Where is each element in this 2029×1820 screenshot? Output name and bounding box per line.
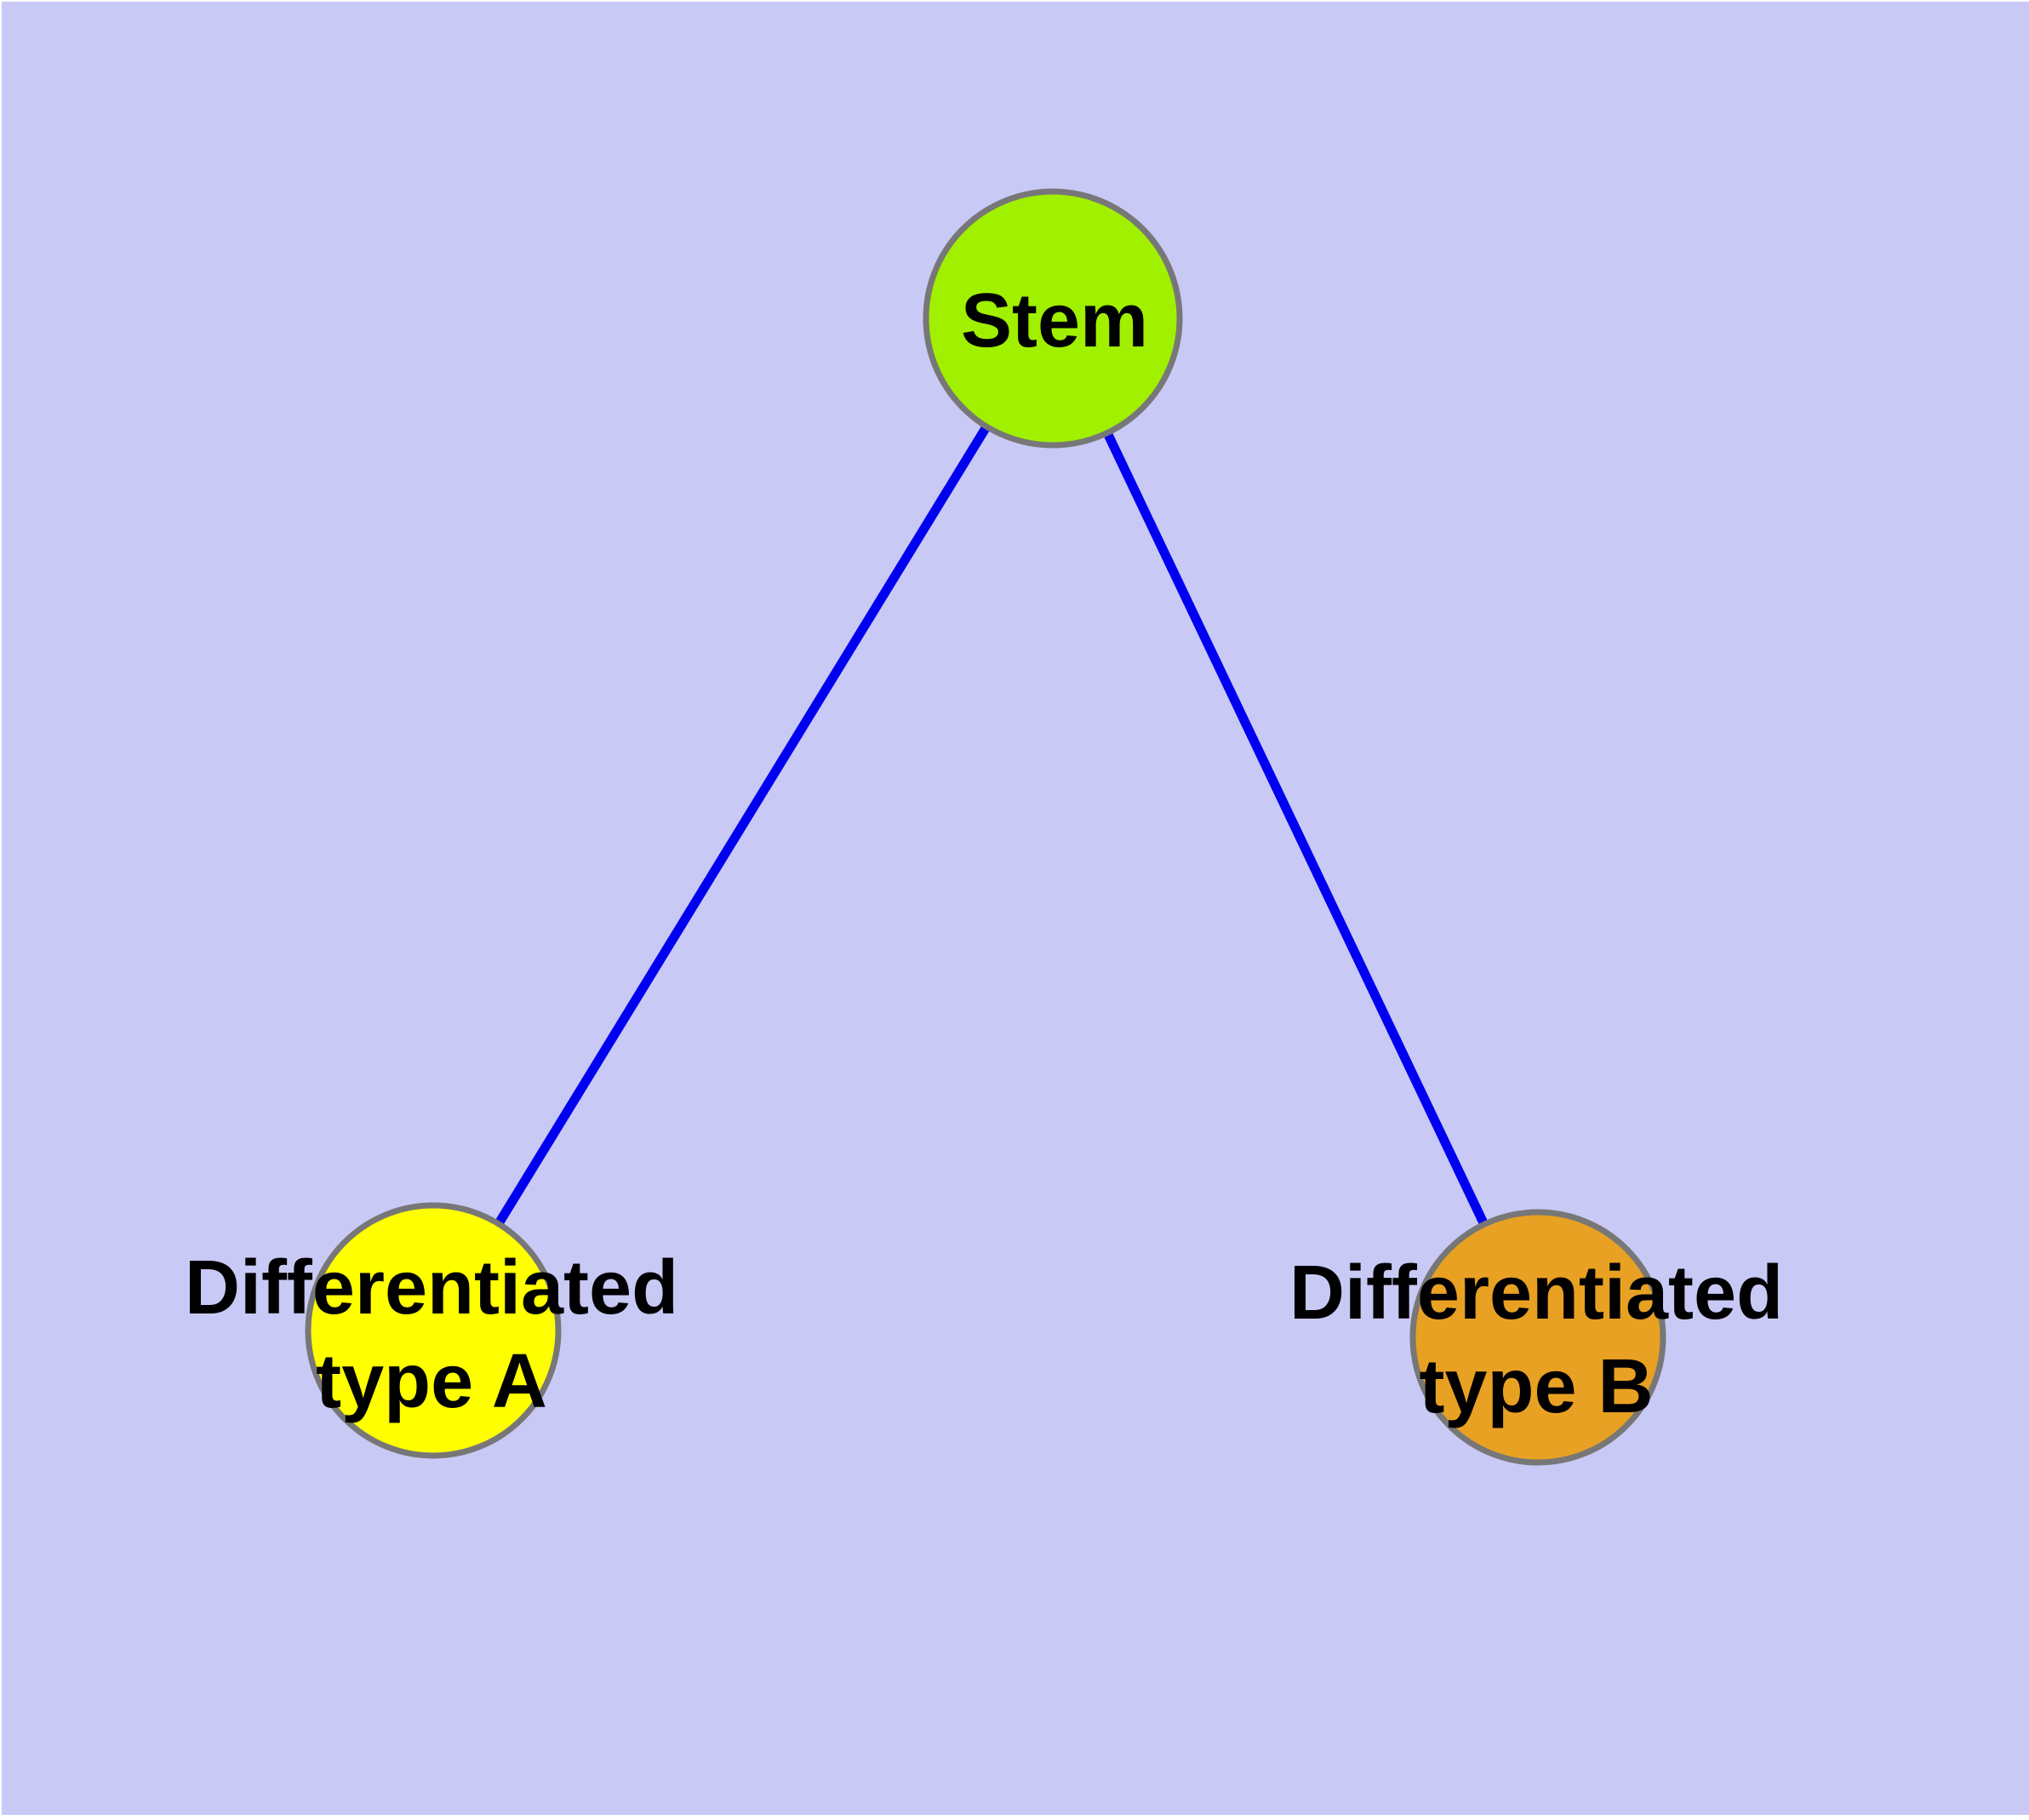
type-a-node	[305, 1202, 562, 1459]
stem-node	[923, 188, 1183, 449]
type-b-node	[1409, 1209, 1666, 1466]
edge-stem-to-type-a	[429, 316, 1057, 1333]
edge-stem-to-type-b	[1049, 316, 1542, 1340]
